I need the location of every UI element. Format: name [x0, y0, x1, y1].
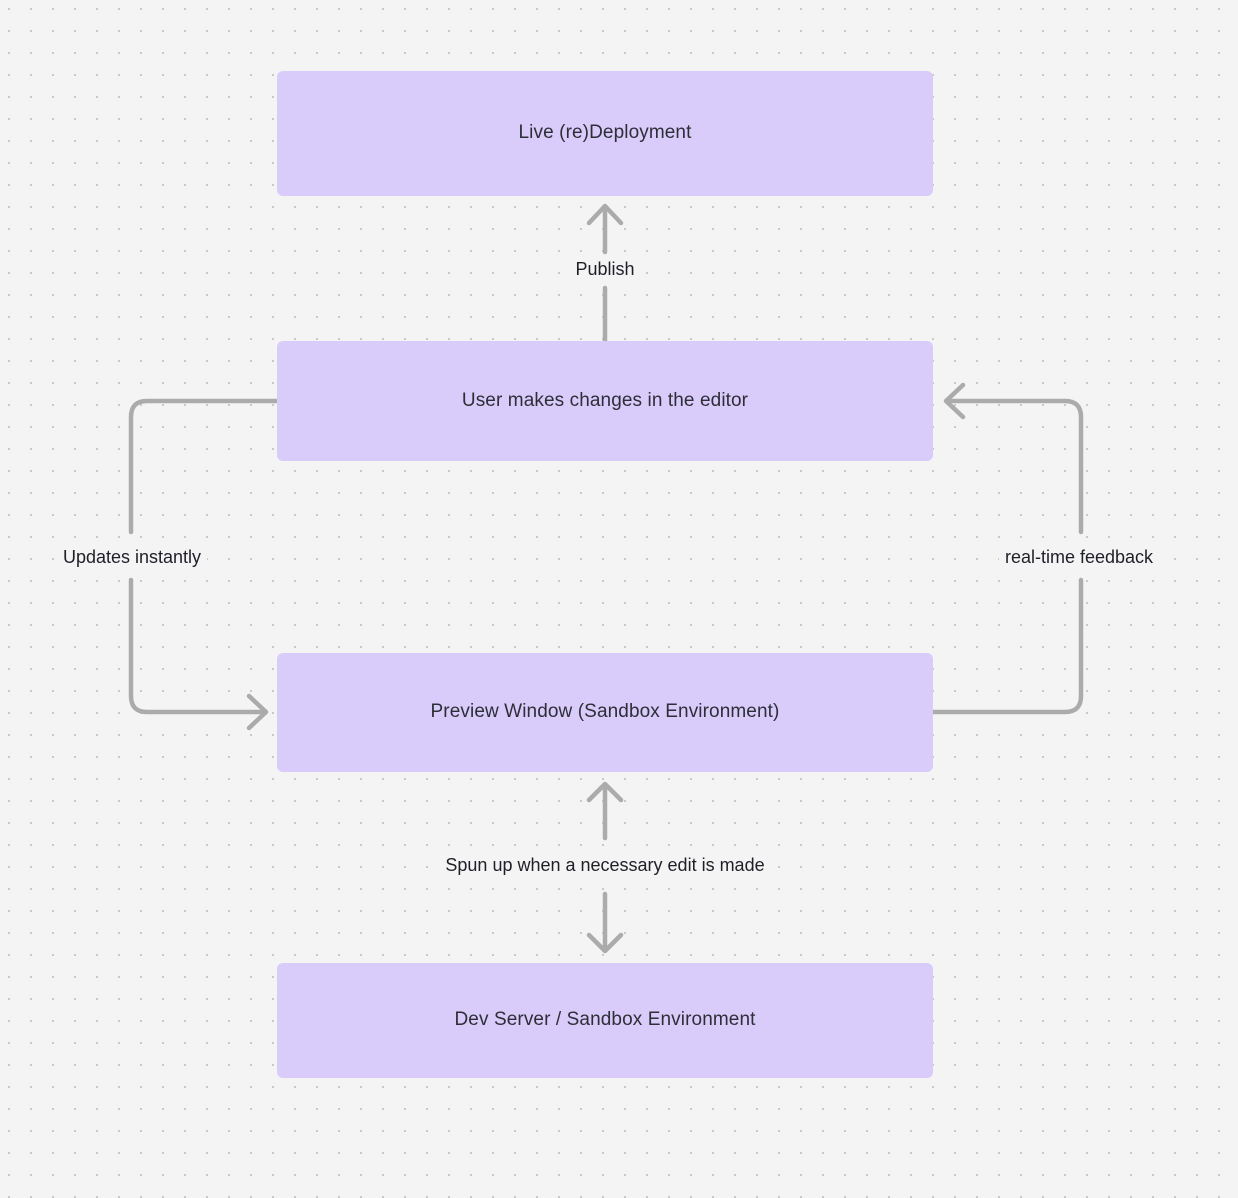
node-user-edits[interactable]: User makes changes in the editor: [277, 341, 933, 461]
node-label-live-deployment: Live (re)Deployment: [518, 122, 692, 144]
node-label-preview-window: Preview Window (Sandbox Environment): [430, 701, 780, 723]
node-label-dev-server: Dev Server / Sandbox Environment: [454, 1009, 756, 1031]
edge-label-publish: Publish: [569, 257, 641, 283]
edge-label-real-time-feedback: real-time feedback: [998, 545, 1160, 571]
edge-label-spun-up: Spun up when a necessary edit is made: [439, 853, 771, 879]
node-dev-server[interactable]: Dev Server / Sandbox Environment: [277, 963, 933, 1078]
node-live-deployment[interactable]: Live (re)Deployment: [277, 71, 933, 196]
node-preview-window[interactable]: Preview Window (Sandbox Environment): [277, 653, 933, 772]
node-label-user-edits: User makes changes in the editor: [461, 389, 749, 411]
edge-label-updates-instantly: Updates instantly: [56, 545, 208, 571]
